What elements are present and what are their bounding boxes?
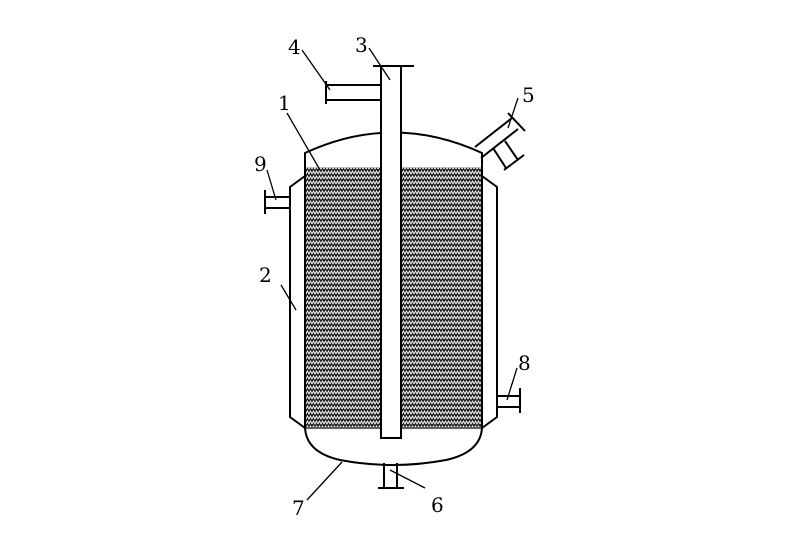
label-9: 9 bbox=[254, 152, 267, 176]
label-7: 7 bbox=[292, 496, 305, 520]
label-4: 4 bbox=[288, 35, 301, 59]
label-2: 2 bbox=[259, 263, 272, 287]
label-3: 3 bbox=[355, 33, 368, 57]
top-nozzle bbox=[474, 112, 526, 171]
bottom-outlet-nozzle bbox=[378, 463, 404, 489]
label-8: 8 bbox=[518, 351, 531, 375]
label-6: 6 bbox=[431, 493, 444, 517]
jacket-outlet-nozzle bbox=[497, 388, 521, 413]
jacket bbox=[289, 175, 498, 429]
label-1: 1 bbox=[278, 91, 291, 115]
leader-lines bbox=[266, 47, 519, 501]
inlet-pipe bbox=[325, 81, 381, 104]
central-pipe bbox=[373, 65, 414, 439]
label-5: 5 bbox=[522, 83, 535, 107]
jacket-inlet-nozzle bbox=[264, 190, 290, 214]
